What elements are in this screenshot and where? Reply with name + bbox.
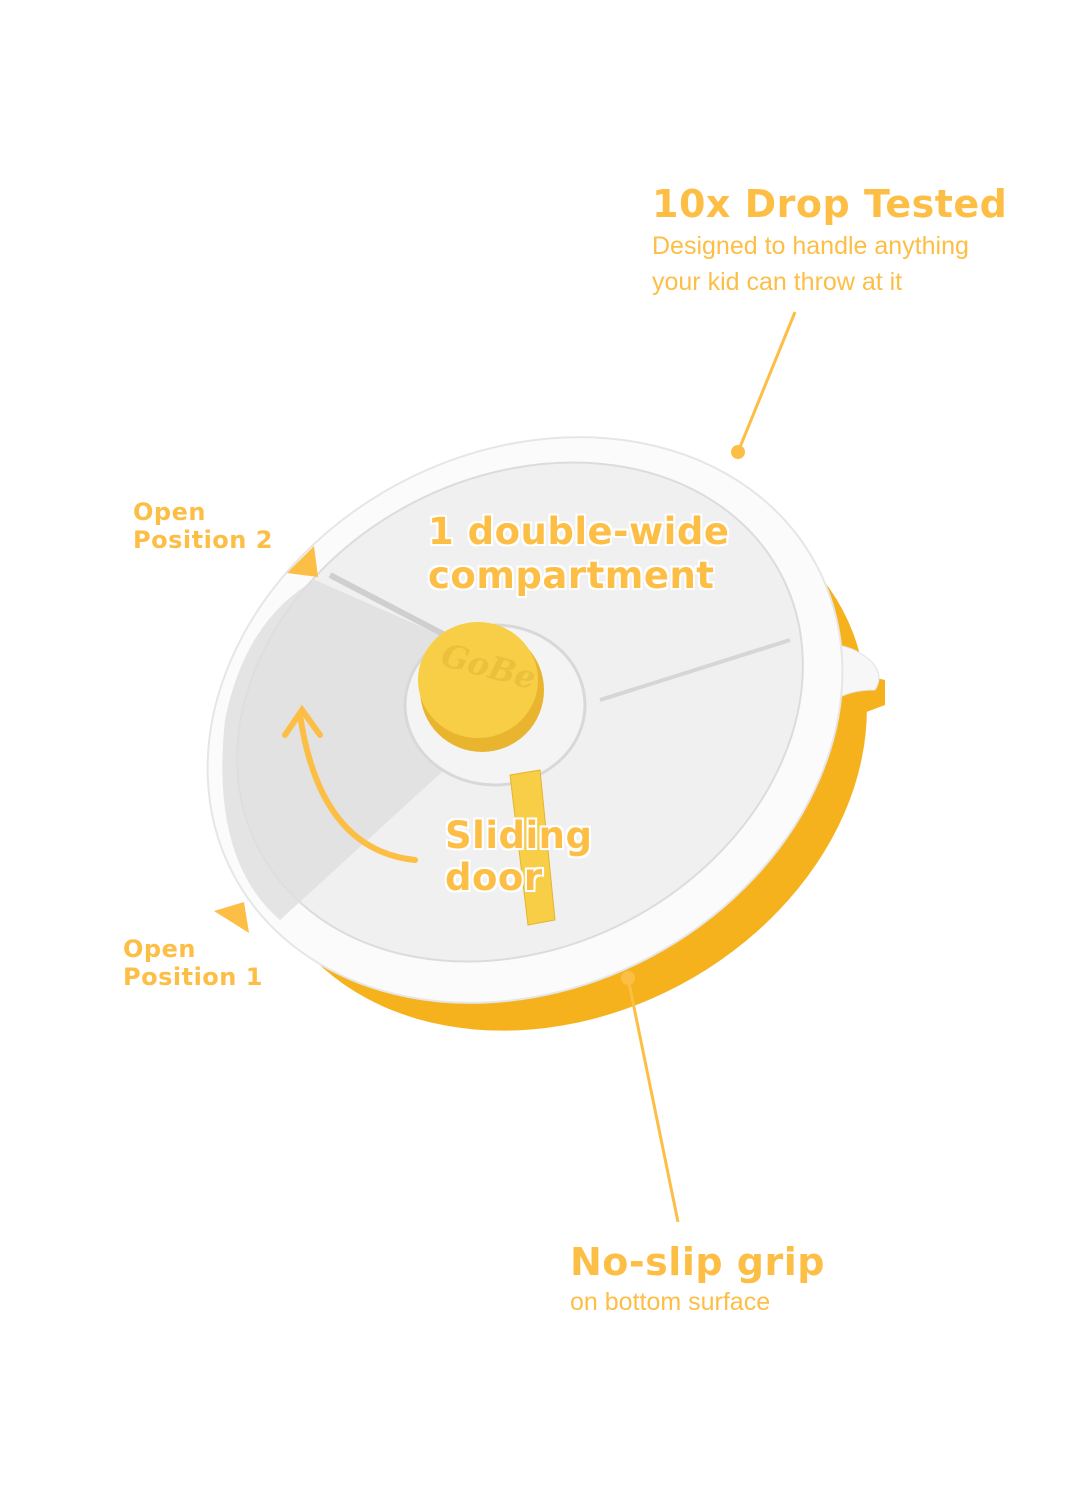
drop-tested-title: 10x Drop Tested — [652, 182, 1008, 226]
no-slip-callout: No-slip grip on bottom surface — [570, 1238, 825, 1318]
drop-tested-line-2: your kid can throw at it — [652, 268, 903, 296]
compartment-line-2: compartment — [428, 554, 715, 597]
open-position-1-line-2: Position 1 — [123, 963, 263, 991]
open-position-2-line-1: Open — [133, 498, 206, 526]
compartment-line-1: 1 double-wide — [428, 510, 730, 553]
open-position-1-line-1: Open — [123, 935, 196, 963]
sliding-door-line-2: door — [445, 856, 543, 899]
rotate-arrow-icon — [282, 704, 418, 863]
no-slip-title: No-slip grip — [570, 1240, 825, 1284]
open-position-2-line-2: Position 2 — [133, 526, 273, 554]
compartment-callout: 1 double-wide compartment — [428, 510, 729, 598]
open-position-2-marker-icon — [287, 546, 318, 577]
open-compartment — [222, 580, 455, 920]
open-position-1-label: Open Position 1 — [123, 935, 263, 991]
no-slip-subtitle: on bottom surface — [570, 1288, 771, 1316]
center-knob: GoBe — [418, 622, 544, 752]
sliding-door-callout: Sliding door — [445, 815, 593, 899]
sliding-door-line-1: Sliding — [445, 814, 593, 857]
open-position-1-marker-icon — [214, 902, 249, 933]
drop-tested-callout: 10x Drop Tested Designed to handle anyth… — [652, 180, 1007, 300]
sliding-door — [509, 769, 556, 926]
leader-lines — [626, 311, 797, 1223]
drop-tested-line-1: Designed to handle anything — [652, 232, 969, 260]
open-position-2-label: Open Position 2 — [133, 498, 273, 554]
